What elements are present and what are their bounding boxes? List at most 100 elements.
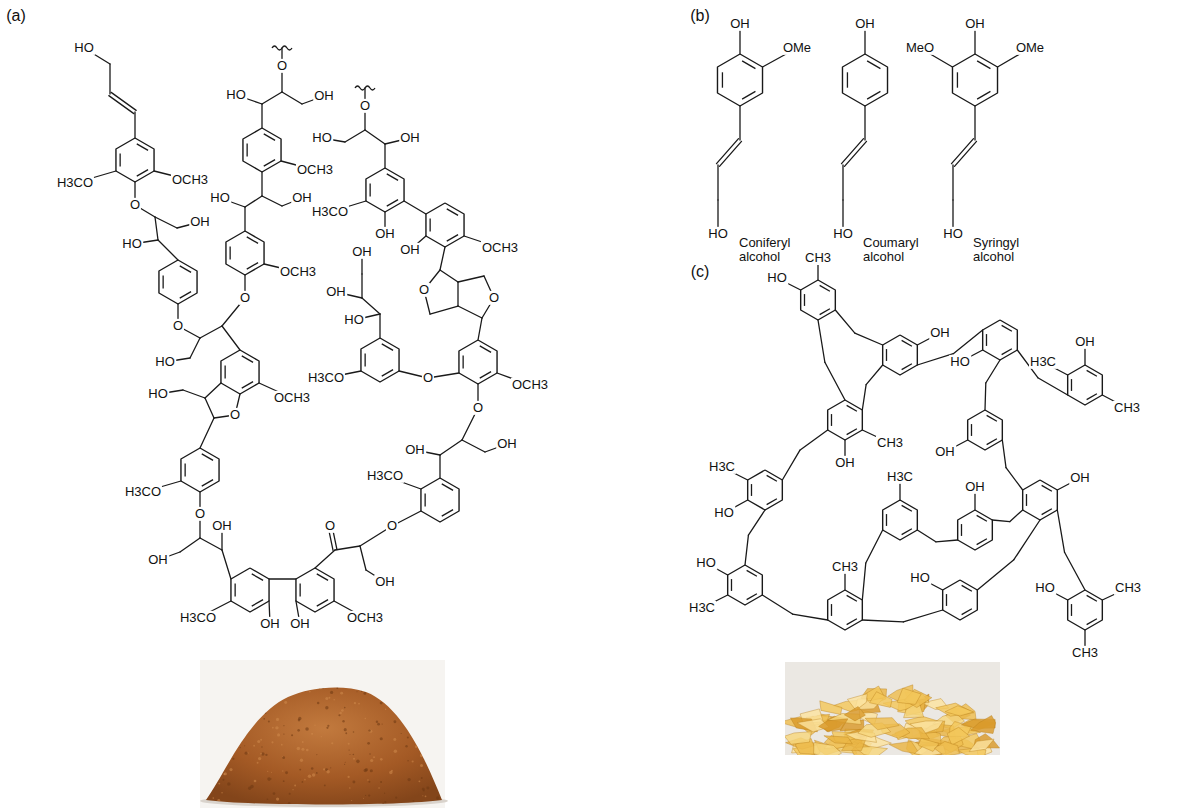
powder-grain	[282, 756, 285, 759]
photo-background	[785, 662, 1000, 755]
benzene-ring	[116, 138, 154, 182]
powder-grain	[212, 797, 214, 799]
benzene-ring	[983, 320, 1018, 360]
ring-double-bond	[742, 61, 755, 69]
powder-grain	[325, 697, 328, 700]
single-bond	[1006, 468, 1023, 490]
powder-grain	[431, 752, 434, 755]
powder-grain	[316, 754, 317, 755]
powder-grain	[301, 748, 304, 751]
double-bond	[841, 139, 863, 164]
powder-grain	[356, 760, 360, 764]
single-bond	[745, 535, 748, 565]
powder-grain	[378, 787, 380, 789]
powder-grain	[422, 788, 425, 791]
powder-grain	[327, 725, 329, 727]
atom-label: CH3	[804, 251, 832, 265]
ring-double-bond	[442, 484, 453, 491]
powder-grain	[312, 773, 315, 776]
ring-double-bond	[804, 294, 805, 306]
powder-grain	[257, 740, 260, 743]
powder-grain	[321, 736, 322, 737]
resin-flake	[819, 719, 848, 731]
atom-label: OCH3	[279, 265, 317, 279]
atom-label: H3C	[1029, 355, 1057, 369]
ring-double-bond	[977, 61, 990, 69]
ring-double-bond	[180, 266, 191, 273]
single-bond	[222, 550, 231, 579]
single-bond	[200, 538, 222, 550]
double-bond	[109, 96, 134, 114]
single-bond	[903, 610, 942, 622]
powder-grain	[277, 733, 280, 736]
powder-grain	[422, 795, 423, 796]
single-bond	[361, 274, 362, 298]
powder-grain	[232, 718, 236, 722]
single-bond	[345, 130, 365, 142]
powder-grain	[271, 741, 273, 743]
powder-grain	[411, 702, 413, 704]
ring-double-bond	[747, 570, 757, 576]
atom-label: OH	[374, 227, 396, 241]
ring-double-bond	[902, 340, 912, 346]
powder-grain	[288, 802, 290, 804]
ring-double-bond	[317, 600, 328, 607]
atom-label: O	[422, 371, 434, 385]
atom-label: HO	[766, 271, 788, 285]
powder-grain	[316, 772, 318, 774]
powder-grain	[380, 781, 382, 783]
powder-grain	[353, 758, 355, 760]
powder-grain	[348, 743, 350, 745]
ring-double-bond	[369, 183, 370, 196]
powder-grain	[261, 746, 262, 747]
powder-grain	[368, 781, 370, 783]
atom-label: OH	[496, 437, 518, 451]
powder-grain	[430, 751, 431, 752]
ring-double-bond	[1026, 494, 1027, 506]
benzene-ring	[958, 510, 993, 550]
atom-label: HO	[73, 41, 95, 55]
powder-grain	[430, 699, 432, 701]
powder-grain	[407, 760, 408, 761]
atom-label: HO	[695, 556, 717, 570]
powder-grain	[207, 689, 210, 692]
powder-grain	[221, 689, 223, 691]
powder-grain	[363, 798, 364, 799]
powder-grain	[430, 748, 433, 751]
powder-grain	[222, 779, 224, 781]
powder-grain	[283, 725, 284, 726]
ring-double-bond	[246, 143, 247, 156]
powder-grain	[426, 787, 429, 790]
resin-flake	[824, 736, 852, 744]
powder-grain	[240, 747, 241, 748]
powder-grain	[221, 792, 222, 793]
benzene-ring	[421, 478, 459, 522]
atom-label: OCH3	[171, 173, 209, 187]
powder-grain	[342, 720, 344, 722]
ring-double-bond	[962, 609, 972, 615]
ring-double-bond	[831, 604, 832, 616]
single-bond	[109, 64, 110, 94]
ring-double-bond	[1087, 619, 1097, 625]
single-bond	[404, 201, 426, 214]
benzene-ring	[828, 400, 863, 440]
powder-grain	[250, 785, 254, 789]
powder-grain	[415, 705, 417, 707]
single-bond	[205, 383, 221, 398]
wavy-bond	[272, 46, 292, 50]
single-bond	[183, 390, 205, 398]
powder-grain	[369, 686, 371, 688]
ring-double-bond	[902, 364, 912, 370]
powder-grain	[289, 684, 292, 687]
single-bond	[458, 276, 484, 282]
atom-label: O	[172, 319, 184, 333]
resin-flake	[889, 741, 920, 754]
single-bond	[866, 365, 883, 385]
powder-grain	[429, 750, 430, 751]
benzene-ring	[748, 470, 783, 510]
ring-double-bond	[957, 72, 958, 87]
atom-label: H3C	[688, 601, 716, 615]
powder-grain	[323, 683, 326, 686]
powder-grain	[370, 759, 373, 762]
powder-grain	[215, 726, 217, 728]
